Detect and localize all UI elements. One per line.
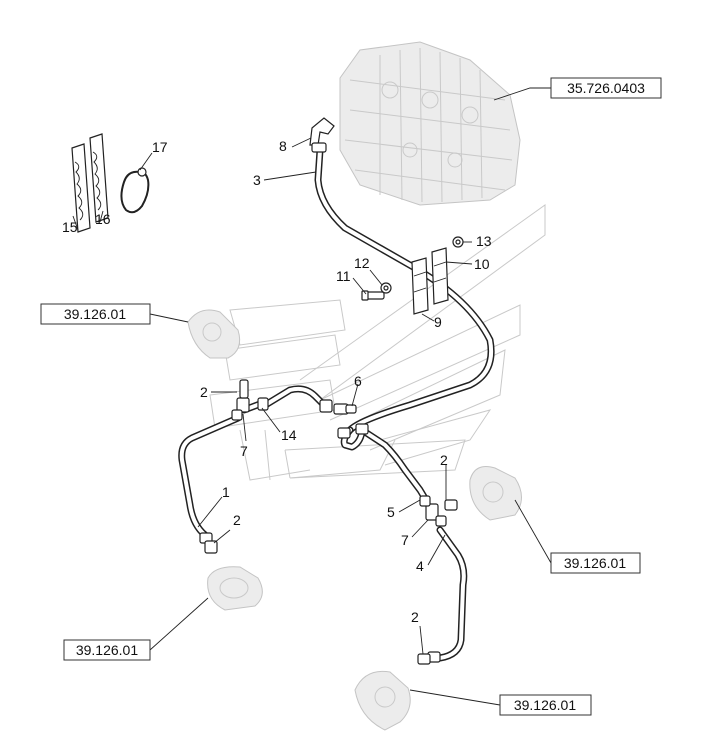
ref-label-cyl-right: 39.126.01 [564,555,626,571]
ref-label-cyl-bottom: 39.126.01 [514,697,576,713]
callout-2-upper: 2 [200,384,208,400]
tee-6 [333,403,357,415]
callout-16: 16 [95,211,111,227]
clamp-half-15 [71,143,91,233]
tee-upper-left [231,379,250,421]
fitting-center-low [337,423,369,439]
hose-3 [314,146,495,434]
hose-14 [263,385,329,410]
callout-9: 9 [434,314,442,330]
cylinder-ghost-left-upper [187,309,241,359]
callout-7-right: 7 [401,532,409,548]
callout-12: 12 [354,255,370,271]
hose-4 [436,526,468,662]
callout-17: 17 [152,139,168,155]
callout-2-right: 2 [440,452,448,468]
fitting-14-end [257,397,333,413]
callout-13: 13 [476,233,492,249]
ref-box-cyl-right[interactable]: 39.126.01 [550,552,641,574]
callout-2-left: 2 [233,512,241,528]
valve-block-ghost [339,41,521,206]
callout-2-bottom: 2 [411,609,419,625]
bolt-11 [361,290,385,301]
ref-box-valve-block[interactable]: 35.726.0403 [550,77,662,99]
washer-12 [380,282,392,294]
leader-lines [72,87,552,706]
connector-2-bottom [417,651,441,665]
tee-right-7 [419,495,458,527]
ref-box-cyl-left-upper[interactable]: 39.126.01 [40,303,151,325]
connector-2-lower-left [199,532,218,554]
cylinder-ghost-bottom [354,670,411,731]
callout-4: 4 [416,558,424,574]
ref-label-valve-block: 35.726.0403 [567,80,645,96]
callouts: 8 3 13 10 12 11 9 6 2 14 7 1 2 2 5 7 4 2… [62,138,492,625]
callout-10: 10 [474,256,490,272]
hose-1 [178,414,242,539]
clamp-9-10 [411,247,449,315]
ref-label-cyl-left-lower: 39.126.01 [76,642,138,658]
callout-7-upper: 7 [240,443,248,459]
ref-box-cyl-bottom[interactable]: 39.126.01 [499,694,592,716]
callout-1: 1 [222,484,230,500]
ring-clip-17 [120,167,150,214]
callout-15: 15 [62,219,78,235]
frame-ghost [209,204,546,481]
elbow-fitting-8 [309,117,335,153]
callout-11: 11 [336,268,351,284]
ref-box-cyl-left-lower[interactable]: 39.126.01 [63,639,151,661]
callout-5: 5 [387,504,395,520]
hose-5 [358,426,430,504]
nut-13 [452,236,464,248]
callout-6: 6 [354,373,362,389]
callout-8: 8 [279,138,287,154]
clamp-half-16 [89,133,109,223]
ref-label-cyl-left-upper: 39.126.01 [64,306,126,322]
cylinder-ghost-left-lower [207,566,263,611]
callout-14: 14 [281,427,297,443]
callout-3: 3 [253,172,261,188]
cylinder-ghost-right [469,466,522,521]
